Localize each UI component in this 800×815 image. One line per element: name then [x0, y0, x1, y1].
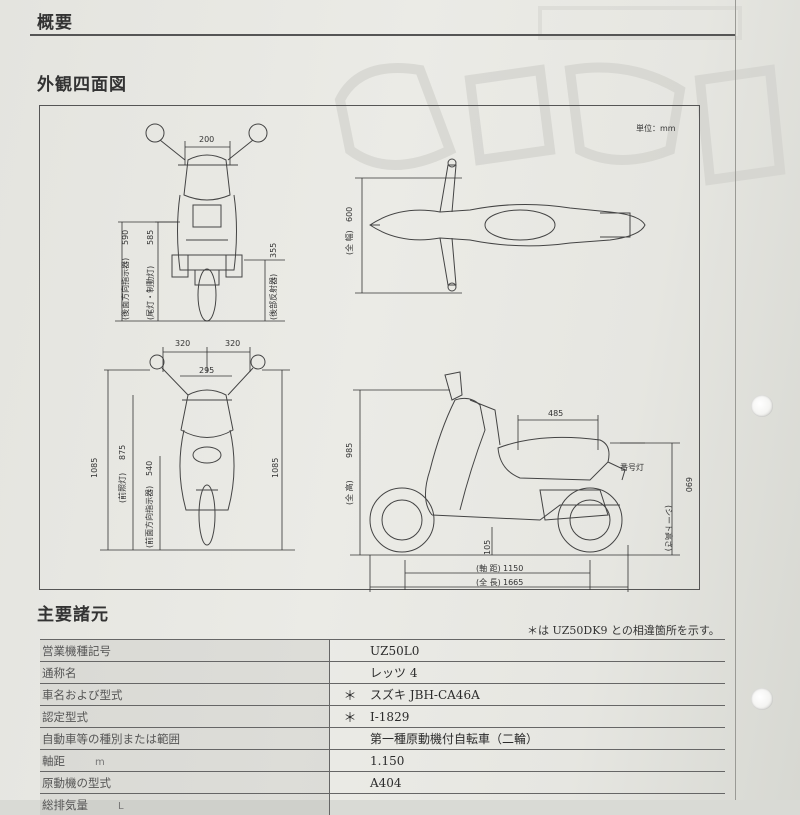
spec-label: 原動機の型式: [40, 772, 330, 794]
spec-mark: [330, 728, 371, 750]
spec-unit: m: [95, 757, 105, 768]
spec-mark: [330, 772, 371, 794]
specs-note: ＊は UZ50DK9 との相違箇所を示す。: [527, 622, 720, 638]
top-view-scooter: [370, 159, 645, 291]
spec-unit: L: [118, 801, 124, 812]
spec-label: 営業機種記号: [40, 640, 330, 662]
table-row: 原動機の型式 A404: [40, 772, 725, 794]
spec-label: 認定型式: [40, 706, 330, 728]
table-row: 軸距 m 1.150: [40, 750, 725, 772]
spec-mark: ＊: [330, 706, 371, 728]
spec-label: 自動車等の種別または範囲: [40, 728, 330, 750]
dim-side-seat-height-label: (シート高さ): [664, 505, 674, 551]
spec-label: 軸距 m: [40, 750, 330, 772]
dim-rear-reflector-label: (後部反射器): [268, 274, 278, 320]
rear-view-scooter: [146, 124, 267, 321]
dim-side-wheelbase-label: (軸 距): [476, 563, 501, 573]
dim-top-width-label: (全 幅): [344, 230, 354, 255]
dim-side-height: 985: [345, 443, 354, 458]
dim-side-plate-lamp: 番号灯: [620, 462, 644, 472]
dim-top-width: 600: [345, 207, 354, 222]
spec-value: 1.150: [370, 750, 725, 772]
spec-mark: [330, 794, 371, 815]
side-view-scooter: [370, 372, 625, 552]
table-row: 通称名 レッツ 4: [40, 662, 725, 684]
dim-front-headlight-label: (前照灯): [117, 473, 127, 503]
dim-front-half-right: 320: [225, 339, 240, 348]
dim-rear-tail-label: (尾灯・制動灯): [145, 266, 155, 320]
dim-front-headlight-height: 875: [118, 445, 127, 460]
dim-side-wheelbase: 1150: [503, 564, 523, 573]
spec-label: 通称名: [40, 662, 330, 684]
table-row: 認定型式 ＊ I-1829: [40, 706, 725, 728]
dim-side-seat-length: 485: [548, 409, 563, 418]
spec-label-text: 軸距: [42, 754, 65, 768]
dim-rear-mirror-width: 200: [199, 135, 214, 144]
table-row: 営業機種記号 UZ50L0: [40, 640, 725, 662]
dim-side-ground-clearance: 105: [483, 540, 492, 555]
dim-rear-indicator-height: 590: [121, 230, 130, 245]
specs-table: 営業機種記号 UZ50L0 通称名 レッツ 4 車名および型式 ＊ スズキ JB…: [40, 639, 725, 815]
dim-front-half-left: 320: [175, 339, 190, 348]
dim-front-overall-height-left: 1085: [90, 458, 99, 478]
dim-front-indicator-label: (前面方向指示器): [144, 486, 154, 548]
dim-front-overall-height-right: 1085: [271, 458, 280, 478]
spec-value: レッツ 4: [370, 662, 725, 684]
spec-label: 車名および型式: [40, 684, 330, 706]
spec-value: スズキ JBH-CA46A: [370, 684, 725, 706]
spec-value: UZ50L0: [370, 640, 725, 662]
dim-rear-reflector-height: 355: [269, 243, 278, 258]
specs-title: 主要諸元: [37, 600, 109, 625]
table-row: 自動車等の種別または範囲 第一種原動機付自転車（二輪）: [40, 728, 725, 750]
spec-mark: ＊: [330, 684, 371, 706]
dim-front-indicator-span: 295: [199, 366, 214, 375]
spec-value: I-1829: [370, 706, 725, 728]
dim-side-length-label: (全 長): [476, 577, 501, 587]
spec-mark: [330, 662, 371, 684]
spec-mark: [330, 750, 371, 772]
dim-rear-tail-height: 585: [146, 230, 155, 245]
spec-value: 第一種原動機付自転車（二輪）: [370, 728, 725, 750]
front-view-scooter: [150, 355, 265, 545]
dim-rear-indicator-label: (後面方向指示器): [120, 258, 130, 320]
dim-side-seat-height: 690: [684, 477, 693, 492]
spec-value: [370, 794, 725, 815]
dim-side-height-label: (全 高): [344, 480, 354, 505]
spec-value: A404: [370, 772, 725, 794]
dim-front-indicator-height: 540: [145, 461, 154, 476]
spec-mark: [330, 640, 371, 662]
dim-side-length: 1665: [503, 578, 523, 587]
table-row: 車名および型式 ＊ スズキ JBH-CA46A: [40, 684, 725, 706]
